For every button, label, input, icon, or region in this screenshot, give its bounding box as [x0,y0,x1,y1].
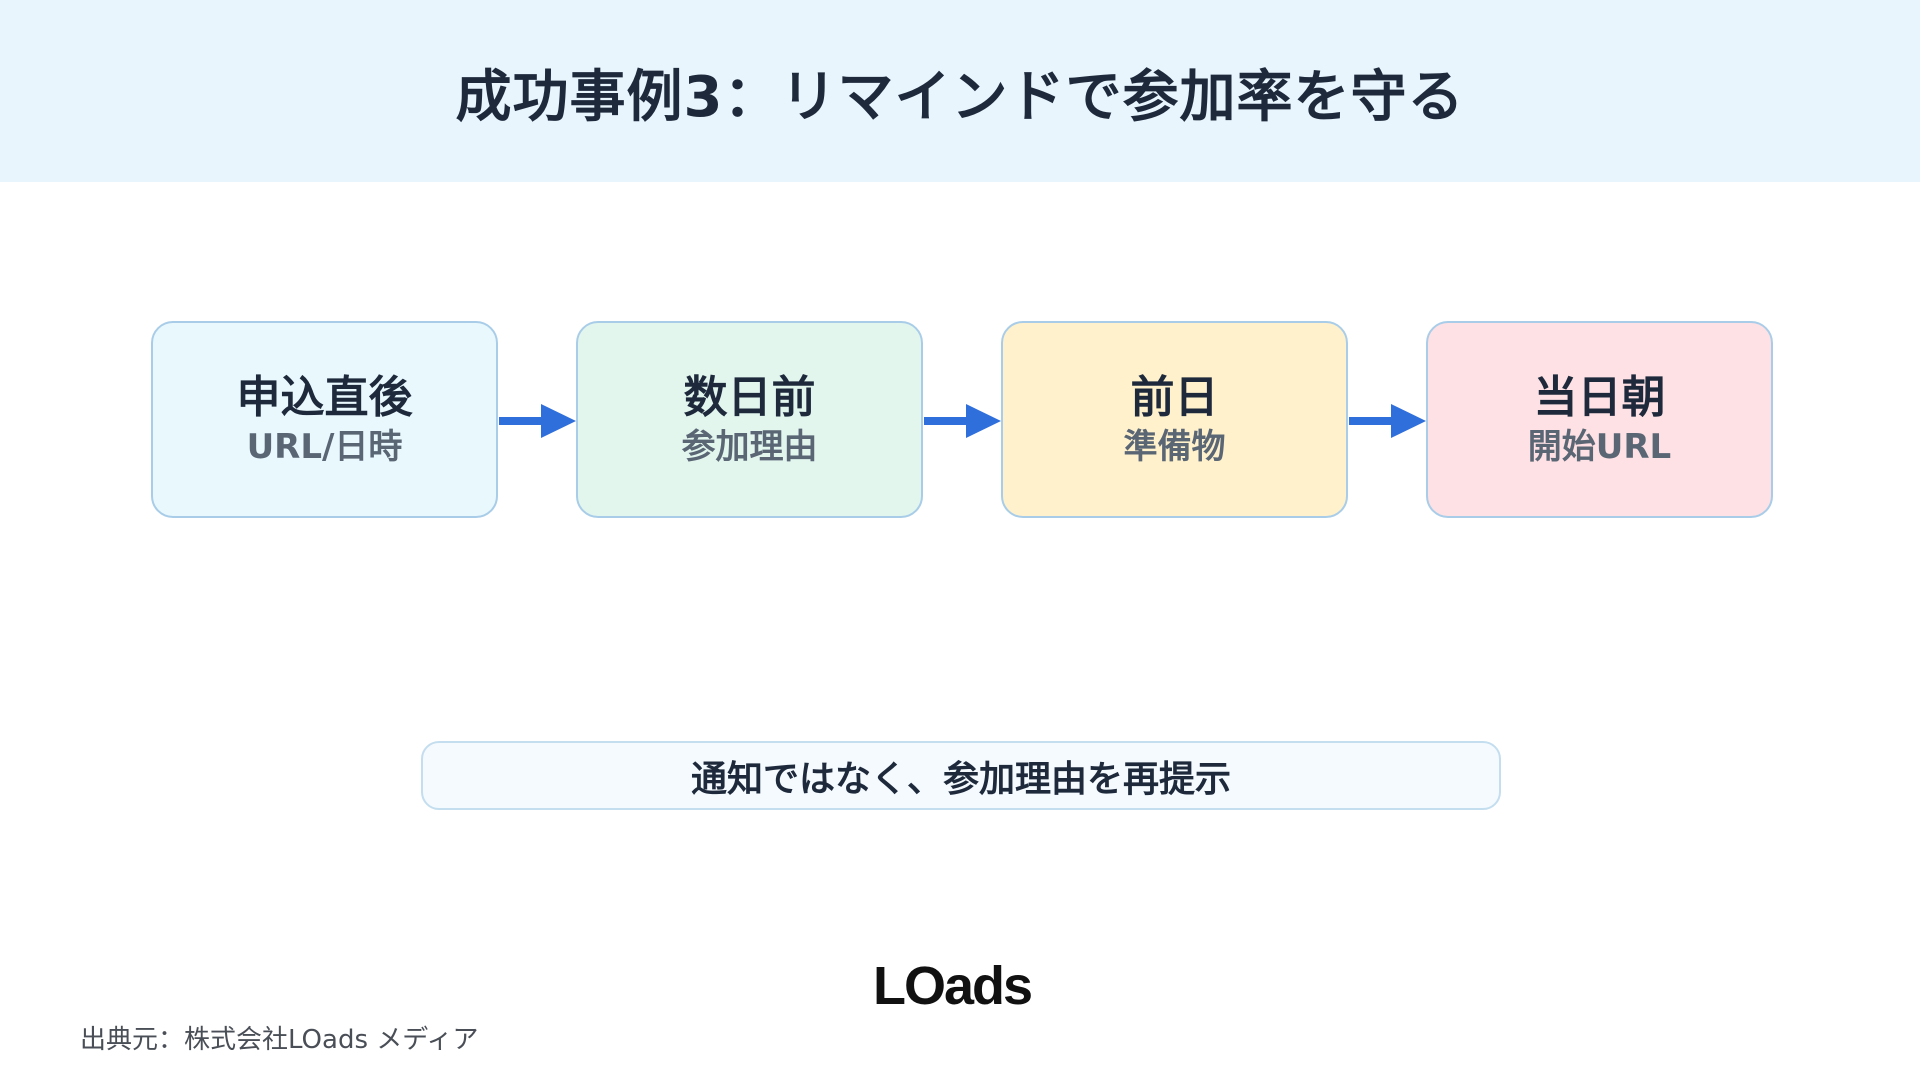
step-title: 前日 [1130,371,1219,423]
header-banner: 成功事例3：リマインドで参加率を守る [0,0,1920,182]
page-title: 成功事例3：リマインドで参加率を守る [455,64,1465,130]
arrow-right-icon [499,404,576,438]
logo-text: LOads [873,958,1031,1014]
arrow-right-icon [1349,404,1426,438]
step-subtitle: 開始URL [1527,426,1672,467]
step-box-1: 申込直後 URL/日時 [151,321,498,518]
loads-logo: LOads [873,958,1033,1014]
step-subtitle: URL/日時 [246,426,403,467]
step-box-3: 前日 準備物 [1001,321,1348,518]
arrow-right-icon [924,404,1001,438]
step-box-4: 当日朝 開始URL [1426,321,1773,518]
summary-text: 通知ではなく、参加理由を再提示 [690,758,1231,800]
step-subtitle: 参加理由 [681,426,818,467]
step-title: 数日前 [683,371,816,423]
step-box-2: 数日前 参加理由 [576,321,923,518]
step-title: 申込直後 [236,371,413,423]
source-credit: 出典元：株式会社LOads メディア [80,1025,479,1055]
summary-box: 通知ではなく、参加理由を再提示 [421,741,1501,810]
step-title: 当日朝 [1533,371,1666,423]
step-subtitle: 準備物 [1123,426,1226,467]
